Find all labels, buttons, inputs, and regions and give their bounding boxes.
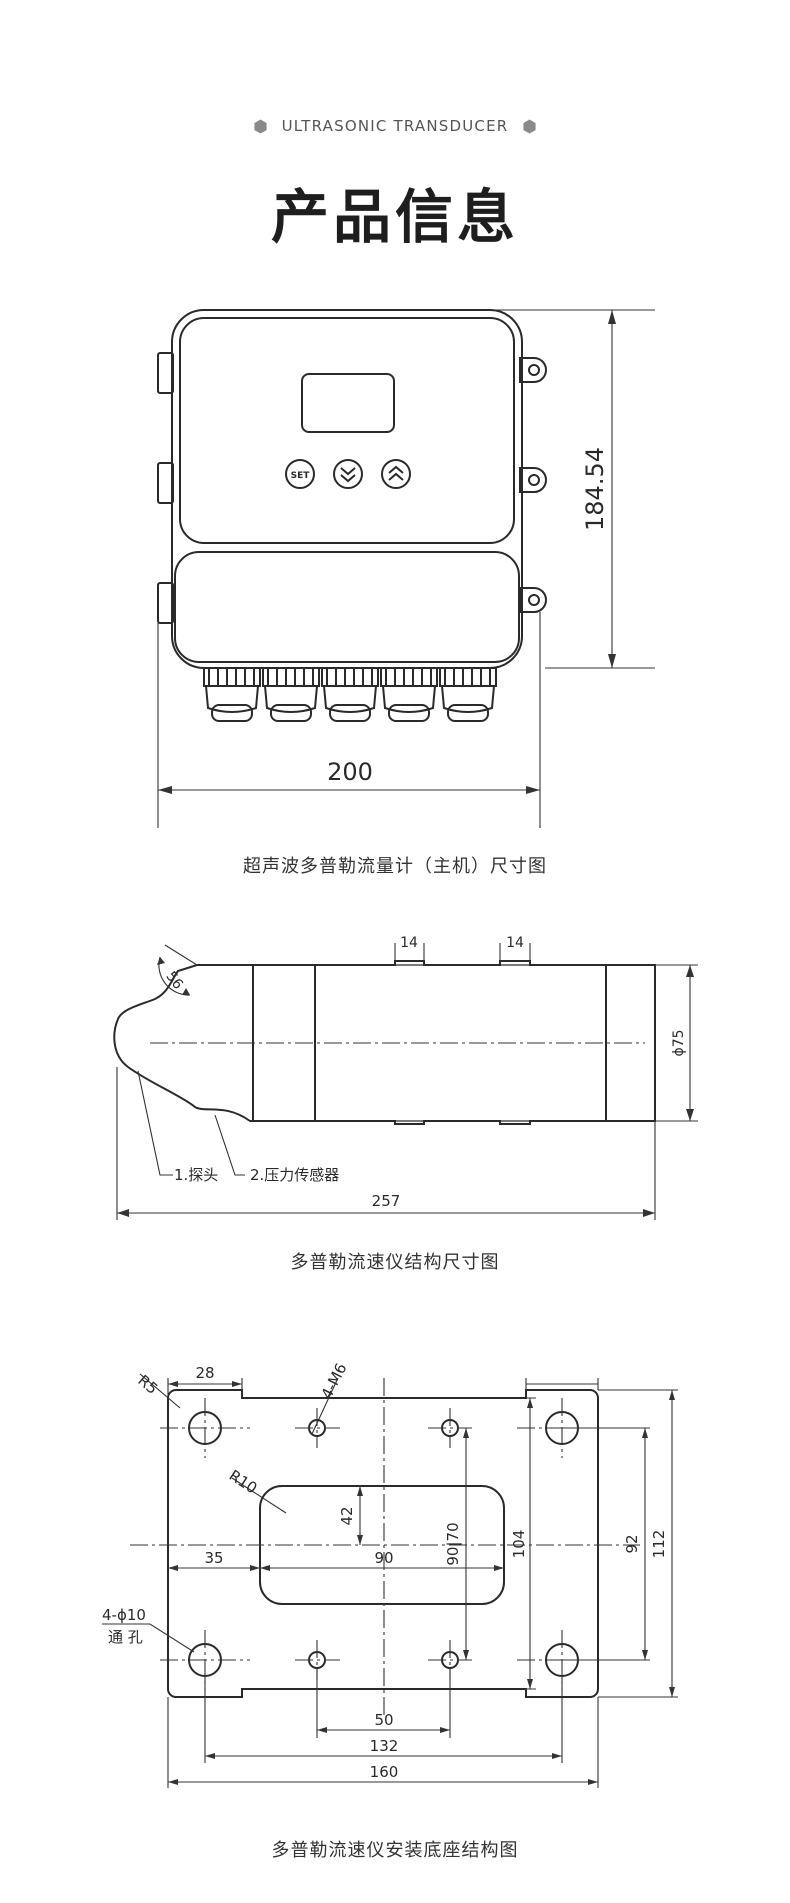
chevron-up-icon <box>381 459 411 489</box>
dim-42: 42 <box>338 1506 356 1525</box>
probe-dimension-drawing: 14 14 56 ϕ75 1.探头 2.压力传感器 257 <box>113 935 698 1220</box>
height-label: 184.54 <box>581 447 609 531</box>
cable-glands <box>203 667 497 722</box>
dim-132: 132 <box>370 1737 399 1755</box>
length-label: 257 <box>372 1192 401 1210</box>
hexagon-icon <box>254 118 267 134</box>
set-button-drawing: SET <box>285 459 315 489</box>
figure2-caption: 多普勒流速仪结构尺寸图 <box>290 1252 500 1273</box>
dim-r5: R5 <box>134 1371 161 1398</box>
figure1-caption: 超声波多普勒流量计（主机）尺寸图 <box>243 856 547 877</box>
page-title: 产品信息 <box>270 183 519 251</box>
mounting-base-drawing: 28 R5 4-M6 R10 42 90|70 35 90 104 92 112… <box>102 1360 678 1788</box>
through-hole-note: 通 孔 <box>108 1628 143 1646</box>
section-header: ULTRASONIC TRANSDUCER <box>0 112 790 140</box>
dim-90-70: 90|70 <box>444 1522 462 1565</box>
width-label: 200 <box>327 758 373 786</box>
section-subtitle: ULTRASONIC TRANSDUCER <box>281 117 509 135</box>
figure3-caption: 多普勒流速仪安装底座结构图 <box>271 1840 519 1861</box>
part-label-probe: 1.探头 <box>174 1166 218 1184</box>
slot-label-2: 14 <box>506 935 524 951</box>
dim-4-phi10: 4-ϕ10 <box>102 1606 146 1624</box>
dim-35: 35 <box>204 1549 223 1567</box>
host-dimension-drawing: SET <box>157 309 655 828</box>
dim-112: 112 <box>650 1530 668 1559</box>
dim-4-m6: 4-M6 <box>318 1360 351 1402</box>
dim-28: 28 <box>195 1364 214 1382</box>
dim-160: 160 <box>370 1763 399 1781</box>
hexagon-icon <box>523 118 536 134</box>
chevron-down-icon <box>333 459 363 489</box>
svg-text:SET: SET <box>291 471 311 481</box>
diameter-label: ϕ75 <box>671 1029 687 1056</box>
dim-92: 92 <box>623 1534 641 1553</box>
dim-50: 50 <box>374 1711 393 1729</box>
part-label-pressure-sensor: 2.压力传感器 <box>250 1166 339 1184</box>
dim-90: 90 <box>374 1549 393 1567</box>
slot-label-1: 14 <box>400 935 418 951</box>
dim-104: 104 <box>510 1530 528 1559</box>
